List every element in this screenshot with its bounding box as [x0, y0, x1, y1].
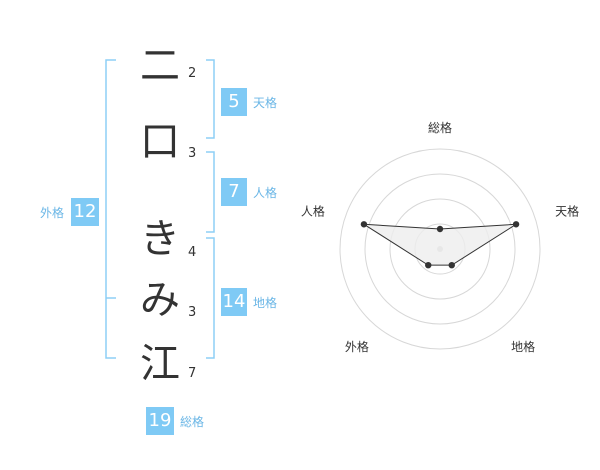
gaikaku-bracket — [105, 59, 116, 359]
name-char-4: み — [140, 277, 180, 323]
soukaku-value: 19 — [146, 407, 174, 435]
name-char-3: き — [140, 216, 180, 262]
jinkaku-label: 人格 — [253, 186, 278, 200]
jinkaku-value: 7 — [221, 178, 247, 206]
stroke-count-3: 4 — [188, 245, 197, 260]
radar-grid-ring — [389, 198, 491, 300]
jinkaku-bracket — [206, 151, 215, 233]
stroke-count-5: 7 — [188, 366, 197, 381]
tenkaku-bracket — [206, 59, 215, 139]
radar-axis-label-4: 外格 — [345, 339, 369, 354]
tenkaku-value: 5 — [221, 88, 247, 116]
radar-point-5 — [360, 221, 368, 228]
gaikaku-label: 外格 — [40, 206, 65, 220]
radar-grid-ring — [364, 173, 516, 325]
name-char-5: 江 — [140, 341, 180, 387]
radar-axis-label-2: 天格 — [555, 204, 579, 219]
stroke-count-2: 3 — [188, 146, 197, 161]
radar-point-1 — [436, 225, 444, 233]
stroke-count-1: 2 — [188, 66, 197, 81]
radar-axis-label-3: 地格 — [511, 339, 535, 354]
radar-axis-label-1: 総格 — [428, 120, 452, 135]
gaikaku-value: 12 — [71, 198, 99, 226]
stroke-count-4: 3 — [188, 305, 197, 320]
name-char-1: 二 — [140, 43, 180, 89]
chikaku-value: 14 — [221, 288, 247, 316]
radar-point-4 — [425, 261, 432, 269]
radar-data-polygon — [363, 223, 517, 266]
chikaku-bracket — [206, 237, 215, 359]
tenkaku-label: 天格 — [253, 96, 278, 110]
soukaku-label: 総格 — [180, 415, 205, 429]
radar-grid-ring — [339, 148, 541, 350]
radar-point-3 — [448, 261, 455, 269]
radar-point-2 — [512, 221, 520, 228]
radar-axis-label-5: 人格 — [301, 204, 325, 219]
name-char-2: 口 — [140, 119, 180, 165]
chikaku-label: 地格 — [253, 296, 278, 310]
